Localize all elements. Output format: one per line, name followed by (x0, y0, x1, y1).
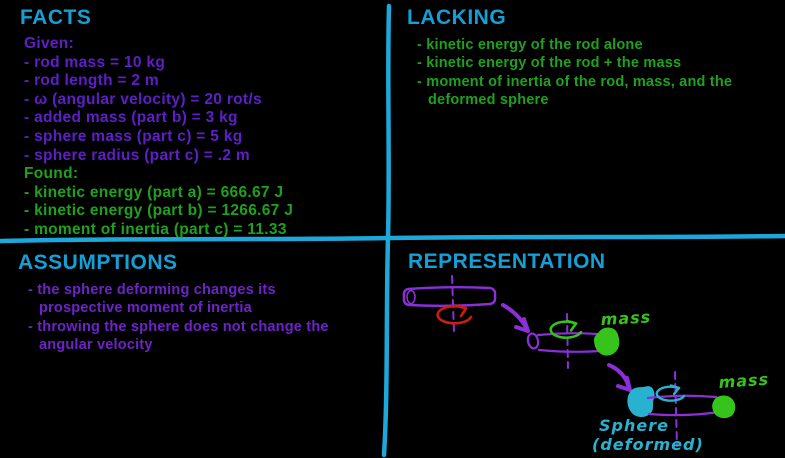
found-item: - kinetic energy (part b) = 1266.67 J (24, 202, 294, 220)
given-item: - added mass (part b) = 3 kg (24, 109, 238, 127)
rotation-arrow-red (436, 305, 473, 325)
rotation-arrow-red-head (454, 304, 468, 318)
lacking-title: LACKING (407, 6, 507, 29)
given-item: - rod mass = 10 kg (24, 53, 166, 71)
given-item: - ω (angular velocity) = 20 rot/s (24, 90, 262, 108)
lacking-item: - kinetic energy of the rod + the mass (417, 55, 682, 72)
given-item: - rod length = 2 m (24, 72, 160, 90)
facts-title: FACTS (20, 6, 92, 29)
rod-sketch-3-top (646, 394, 718, 400)
found-item: - kinetic energy (part a) = 666.67 J (24, 183, 284, 201)
lacking-item: - kinetic energy of the rod alone (417, 37, 643, 53)
representation-title: REPRESENTATION (408, 250, 606, 273)
deformed-sphere-blob (627, 386, 655, 417)
quadrant-facts: FACTS Given: - rod mass = 10 kg - rod le… (20, 6, 380, 240)
rod-sketch-1 (402, 286, 497, 307)
rod-2-end-cap (526, 332, 540, 350)
rotation-axis-1 (451, 275, 455, 333)
found-label: Found: (24, 165, 79, 183)
rotation-axis-3 (674, 371, 678, 447)
mass-blob-bottom (712, 395, 736, 419)
rod-sketch-2-bottom (537, 348, 602, 353)
rod-1-end-cap (406, 289, 416, 305)
rotation-arrow-green (549, 320, 583, 339)
flow-arrow-1 (501, 303, 530, 333)
rotation-arrow-green-head (565, 319, 578, 332)
given-item: - sphere mass (part c) = 5 kg (24, 127, 243, 145)
rod-sketch-3-bottom (647, 410, 721, 417)
assumptions-item: - the sphere deforming changes its prosp… (28, 282, 276, 317)
given-label: Given: (24, 35, 75, 52)
flow-arrow-2 (607, 363, 632, 392)
mass-blob-middle (594, 327, 620, 356)
quadrant-lacking: LACKING - kinetic energy of the rod alon… (407, 6, 777, 109)
sphere-label-line1: Sphere (599, 416, 669, 435)
mass-label-bottom: mass (718, 370, 770, 392)
given-item: - sphere radius (part c) = .2 m (24, 146, 250, 164)
quadrant-representation: REPRESENTATION (408, 250, 778, 274)
assumptions-item: - throwing the sphere does not change th… (28, 318, 329, 353)
quadrant-assumptions: ASSUMPTIONS - the sphere deforming chang… (18, 251, 378, 354)
assumptions-title: ASSUMPTIONS (18, 251, 178, 274)
rotation-arrow-cyan (655, 385, 686, 402)
rotation-axis-2 (566, 313, 569, 369)
rotation-arrow-cyan-head (669, 384, 681, 396)
found-item: - moment of inertia (part c) = 11.33 (24, 220, 287, 238)
divider-vertical-line (381, 3, 392, 458)
divider-horizontal-line (0, 233, 785, 244)
mass-label-middle: mass (600, 307, 651, 329)
lacking-item: - moment of inertia of the rod, mass, an… (417, 73, 733, 108)
sphere-label-line2: (deformed) (592, 435, 704, 454)
